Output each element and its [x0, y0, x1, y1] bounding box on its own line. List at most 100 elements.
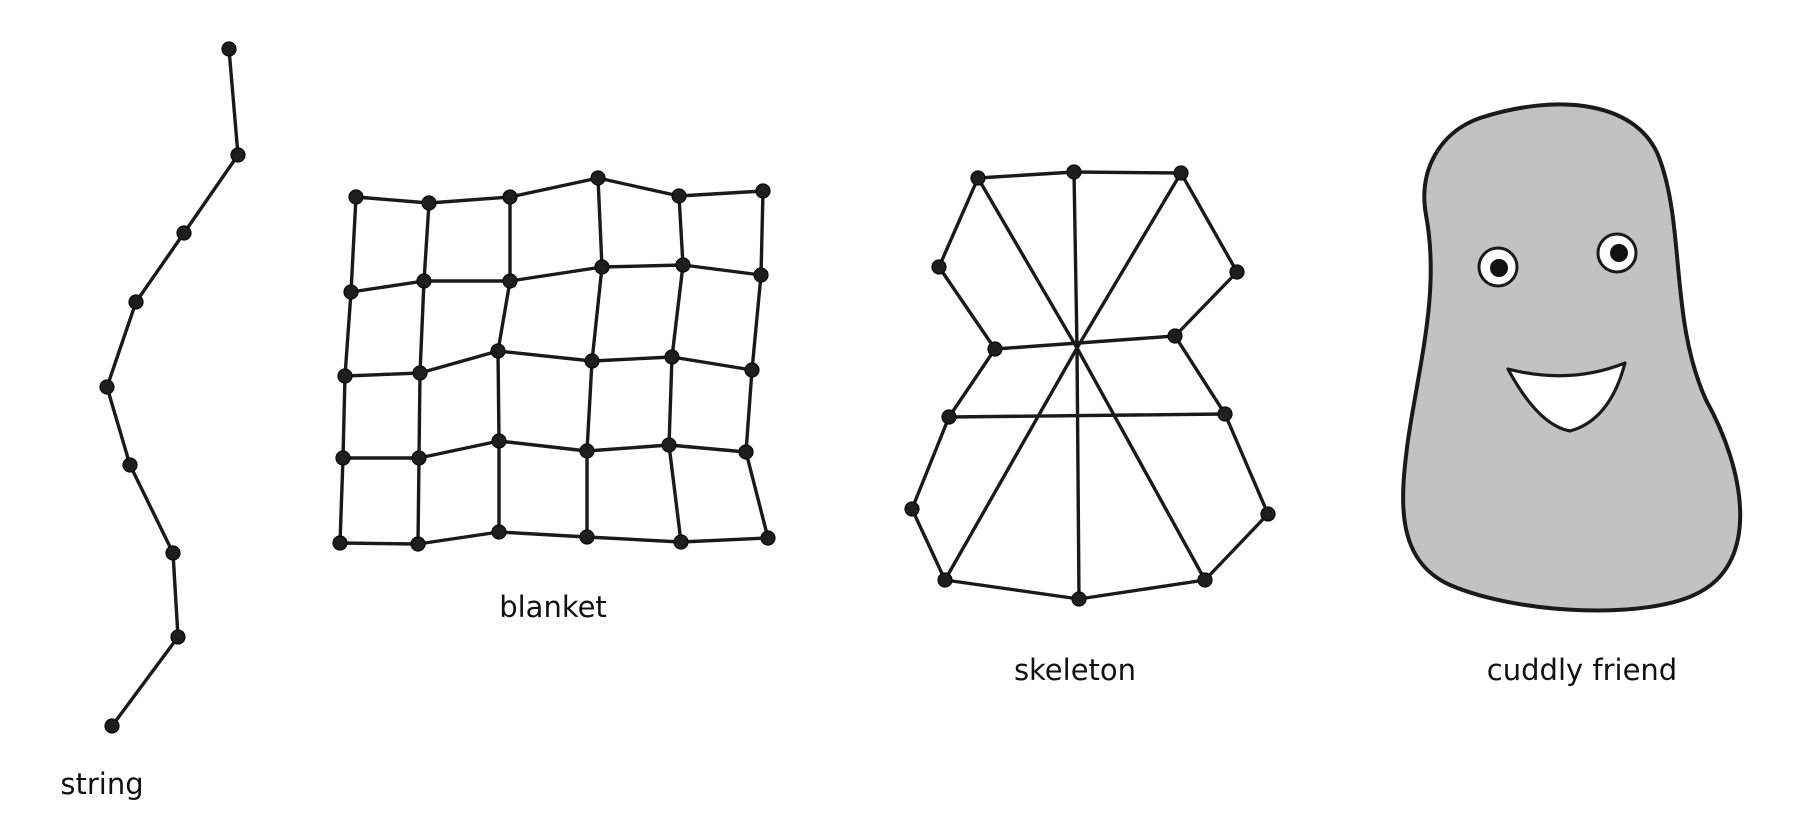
string-node [122, 457, 138, 473]
blanket-edge [349, 279, 426, 294]
blanket-edge [744, 450, 770, 540]
blanket-node [337, 368, 353, 384]
blanket-edge [497, 439, 589, 453]
blanket-caption: blanket [499, 590, 607, 624]
blanket-figure: blanket [332, 170, 776, 624]
blanket-node [760, 530, 776, 546]
blanket-node [594, 259, 610, 275]
string-segment [171, 551, 180, 639]
skeleton-edge [937, 176, 980, 269]
blanket-edge [585, 359, 594, 453]
skeleton-edge [1173, 270, 1239, 338]
blanket-edge [508, 176, 600, 199]
blanket-node [411, 450, 427, 466]
skeleton-edge [1203, 512, 1270, 582]
string-node [221, 41, 237, 57]
string-node [128, 294, 144, 310]
blanket-node [416, 273, 432, 289]
blanket-node [502, 273, 518, 289]
string-node [165, 545, 181, 561]
skeleton-edge [937, 265, 997, 351]
string-node [230, 147, 246, 163]
blanket-nodes [332, 170, 776, 552]
blanket-edge [681, 263, 763, 277]
skeleton-nodes [904, 164, 1276, 607]
string-node [99, 379, 115, 395]
string-segment [182, 153, 240, 235]
string-segment [134, 231, 186, 304]
skeleton-edge [993, 334, 1177, 351]
skeleton-edge [1173, 334, 1227, 416]
string-node [176, 225, 192, 241]
string-segment [105, 300, 138, 389]
blanket-node [491, 524, 507, 540]
skeleton-node [1071, 591, 1087, 607]
skeleton-edge [1179, 171, 1239, 274]
skeleton-node [1260, 506, 1276, 522]
blanket-edge [677, 189, 765, 198]
blanket-node [755, 183, 771, 199]
blanket-node [744, 362, 760, 378]
blanket-node [421, 195, 437, 211]
skeleton-edge [1075, 346, 1207, 582]
string-segment [105, 385, 132, 467]
skeleton-edge [947, 412, 1227, 419]
blanket-node [410, 536, 426, 552]
blanket-edge [496, 349, 501, 443]
right-eye [1596, 232, 1638, 274]
string-segment [128, 463, 175, 555]
blanket-node [490, 343, 506, 359]
cuddly-friend-body [1401, 102, 1743, 613]
skeleton-edge [910, 507, 947, 582]
cuddly-friend-caption: cuddly friend [1487, 653, 1677, 687]
blanket-node [491, 433, 507, 449]
skeleton-edge [1072, 170, 1079, 350]
blanket-edge [596, 176, 604, 269]
blanket-edge [677, 194, 685, 267]
blanket-edge [349, 195, 358, 294]
string-edges [105, 47, 240, 728]
blanket-edge [418, 349, 500, 375]
blanket-edge [679, 536, 770, 544]
blanket-edge [596, 176, 681, 198]
skeleton-node [1197, 572, 1213, 588]
cuddly-friend-figure: cuddly friend [1401, 102, 1743, 687]
string-segment [110, 635, 180, 728]
blanket-edge [416, 456, 421, 546]
skeleton-edge [1075, 346, 1081, 601]
skeleton-node [970, 170, 986, 186]
blanket-edge [670, 263, 685, 359]
skeleton-figure: skeleton [904, 164, 1276, 687]
skeleton-caption: skeleton [1014, 653, 1136, 687]
blanket-node [671, 188, 687, 204]
blanket-node [332, 535, 348, 551]
skeleton-node [1066, 164, 1082, 180]
left-eye [1477, 246, 1519, 288]
blanket-node [753, 267, 769, 283]
blanket-node [335, 450, 351, 466]
blanket-node [664, 349, 680, 365]
skeleton-edge [910, 415, 951, 511]
skeleton-edge [943, 346, 1079, 582]
blanket-edge [343, 290, 353, 378]
skeleton-edge [1077, 578, 1207, 601]
blanket-edge [341, 374, 347, 460]
skeleton-edge [943, 578, 1081, 601]
blanket-edge [354, 195, 431, 205]
blanket-node [584, 353, 600, 369]
skeleton-node [941, 409, 957, 425]
blanket-edge [667, 443, 748, 454]
blanket-edge [496, 279, 512, 353]
string-caption: string [60, 767, 143, 801]
skeleton-edge [947, 347, 997, 419]
skeleton-node [1217, 406, 1233, 422]
string-segment [227, 47, 240, 157]
blanket-node [673, 534, 689, 550]
skeleton-node [987, 341, 1003, 357]
blanket-edge [338, 456, 345, 545]
blanket-node [412, 365, 428, 381]
blanket-edge [667, 355, 674, 447]
blanket-edge [590, 355, 674, 363]
blanket-edge [417, 439, 501, 460]
string-figure: string [60, 41, 246, 801]
